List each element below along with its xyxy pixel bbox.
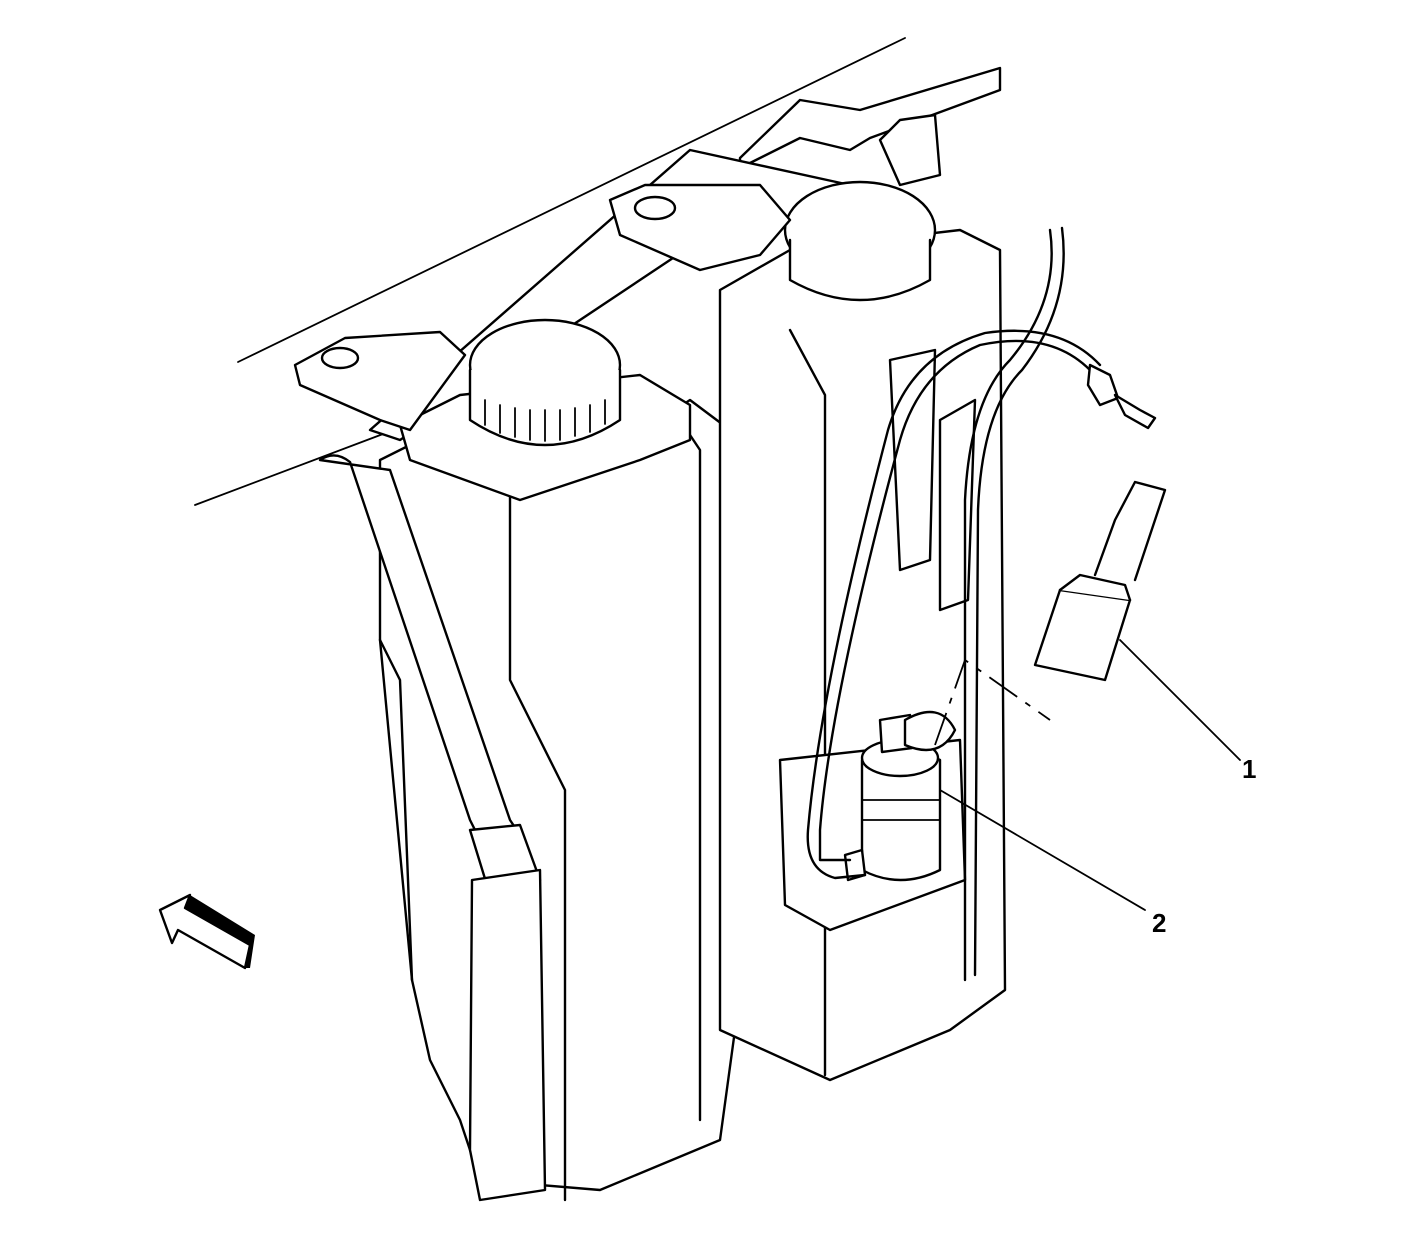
pump-supply-hose (806, 329, 1157, 880)
rear-hose (318, 454, 547, 1202)
callout-2-label: 2 (1152, 908, 1166, 938)
callout-1: 1 (1119, 639, 1256, 784)
cap-grip-ribs (484, 399, 606, 442)
rear-reservoir (293, 318, 737, 1202)
pump-wire-harness (963, 226, 1065, 982)
callout-2: 2 (939, 789, 1166, 938)
electrical-connector (1033, 480, 1167, 682)
washer-pump (843, 710, 957, 882)
connector-leader (934, 658, 1051, 746)
direction-arrow-icon (158, 893, 255, 970)
callout-1-label: 1 (1242, 754, 1256, 784)
